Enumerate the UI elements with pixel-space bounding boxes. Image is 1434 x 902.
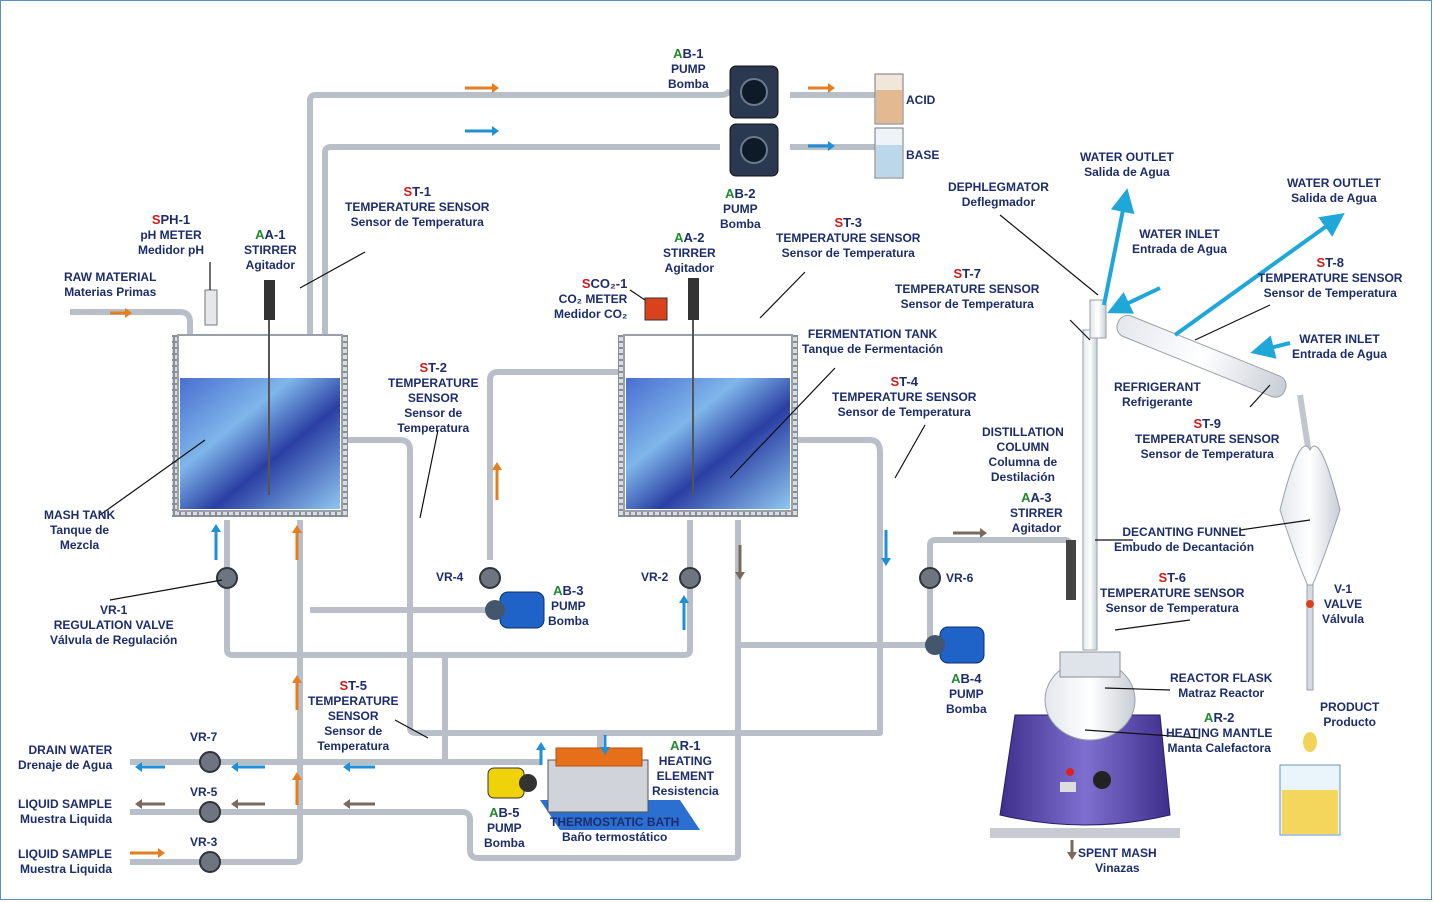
refrigerant-condenser xyxy=(1116,314,1287,398)
peristaltic-pump-ab1-icon xyxy=(729,65,779,119)
heating-mantle xyxy=(990,714,1180,838)
decanting-funnel xyxy=(1279,445,1341,752)
valve-vr2-icon xyxy=(679,567,701,589)
valve-v1-icon xyxy=(1306,600,1314,608)
valve-vr4-icon xyxy=(479,567,501,589)
pipes xyxy=(70,88,1073,865)
valve-vr3-icon xyxy=(199,851,221,873)
valve-vr7-label: VR-7 xyxy=(190,730,218,744)
co2-meter-icon xyxy=(644,297,668,321)
valves xyxy=(199,567,941,873)
base-bottle xyxy=(874,127,904,179)
valve-vr6-icon xyxy=(919,567,941,589)
pump-ab5-icon xyxy=(487,767,537,799)
valve-vr3-label: VR-3 xyxy=(190,835,218,849)
flow-arrows xyxy=(110,83,1077,860)
product-drop-icon xyxy=(1303,732,1317,752)
leader-lines xyxy=(99,214,1311,739)
valve-vr4-label: VR-4 xyxy=(436,570,464,584)
fermentation-tank xyxy=(618,278,798,517)
valve-vr1-icon xyxy=(216,567,238,589)
peristaltic-pump-ab2-icon xyxy=(729,123,779,177)
reactor-flask xyxy=(1044,540,1136,741)
valve-vr5-icon xyxy=(199,801,221,823)
pump-ab3-icon xyxy=(485,591,545,629)
valve-vr6-label: VR-6 xyxy=(946,571,974,585)
valve-vr5-label: VR-5 xyxy=(190,785,218,799)
acid-bottle xyxy=(874,73,904,125)
base-label: BASE xyxy=(906,148,940,162)
pump-ab4-icon xyxy=(925,626,985,664)
stirrer-aa3-icon xyxy=(1066,540,1076,600)
valve-vr2-label: VR-2 xyxy=(641,570,669,584)
water-arrows xyxy=(1102,188,1345,359)
product-beaker xyxy=(1279,764,1341,836)
acid-label: ACID xyxy=(906,93,936,107)
mash-tank xyxy=(172,280,348,517)
distillation-column xyxy=(1082,299,1107,651)
stirrer-motor-icon xyxy=(688,278,699,320)
valve-vr7-icon xyxy=(199,751,221,773)
thermostatic-bath xyxy=(540,747,700,830)
stirrer-motor-icon xyxy=(264,280,275,320)
